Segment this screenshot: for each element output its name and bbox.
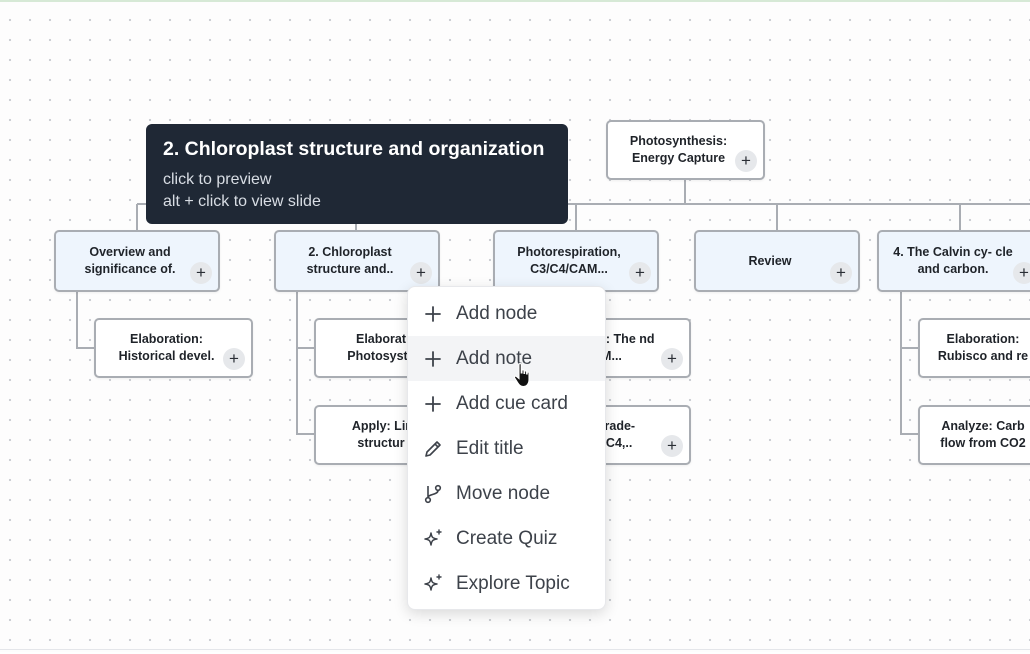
menu-item-add-note[interactable]: Add note <box>408 336 605 381</box>
node-context-menu: Add node Add note Add cue card Edit titl… <box>407 286 606 610</box>
add-child-button[interactable]: + <box>410 262 432 284</box>
node-calvin-cycle[interactable]: 4. The Calvin cy- cle and carbon. + <box>877 230 1030 292</box>
node-label: Photosynthesis: Energy Capture <box>629 134 728 165</box>
add-child-button[interactable]: + <box>629 262 651 284</box>
add-child-button[interactable]: + <box>830 262 852 284</box>
node-label: Review <box>748 253 792 268</box>
tooltip-hint-slide: alt + click to view slide <box>163 193 321 210</box>
hand-cursor-icon <box>513 363 530 388</box>
sparkle-icon <box>422 528 444 550</box>
node-tooltip: 2. Chloroplast structure and organizatio… <box>146 124 568 224</box>
node-review[interactable]: Review + <box>694 230 860 292</box>
node-label: Overview and significance of. <box>84 245 176 276</box>
menu-item-label: Explore Topic <box>456 572 570 594</box>
node-elaboration-rubisco[interactable]: Elaboration: Rubisco and re <box>918 318 1030 378</box>
add-child-button[interactable]: + <box>223 348 245 370</box>
menu-item-label: Add node <box>456 302 538 324</box>
plus-icon <box>422 303 444 325</box>
node-label: 4. The Calvin cy- cle and carbon. <box>893 245 1013 276</box>
menu-item-add-node[interactable]: Add node <box>408 291 605 336</box>
root-node[interactable]: Photosynthesis: Energy Capture + <box>606 120 765 180</box>
node-label: 2. Chloroplast structure and.. <box>306 245 394 276</box>
branch-icon <box>422 483 444 505</box>
node-analyze[interactable]: Analyze: Carb flow from CO2 <box>918 405 1030 465</box>
add-child-button[interactable]: + <box>1013 262 1030 284</box>
menu-item-edit-title[interactable]: Edit title <box>408 426 605 471</box>
menu-item-move-node[interactable]: Move node <box>408 471 605 516</box>
canvas-bottom-border <box>0 649 1030 650</box>
menu-item-explore-topic[interactable]: Explore Topic <box>408 561 605 606</box>
node-elaboration-historical[interactable]: Elaboration: Historical devel. + <box>94 318 253 378</box>
menu-item-add-cue-card[interactable]: Add cue card <box>408 381 605 426</box>
menu-item-label: Move node <box>456 482 551 504</box>
node-label: Elaboration: Historical devel. <box>118 332 215 363</box>
sparkle-icon <box>422 573 444 595</box>
node-label: Analyze: Carb flow from CO2 <box>940 419 1026 450</box>
node-label: Apply: Lir structur <box>351 419 411 450</box>
node-label: Elaborat Photosyste <box>347 332 415 363</box>
node-label: Photorespiration, C3/C4/CAM... <box>517 245 621 276</box>
tooltip-hint-preview: click to preview <box>163 171 272 188</box>
menu-item-label: Add note <box>456 347 533 369</box>
plus-icon <box>422 393 444 415</box>
add-child-button[interactable]: + <box>190 262 212 284</box>
node-chloroplast[interactable]: 2. Chloroplast structure and.. + <box>274 230 440 292</box>
menu-item-label: Edit title <box>456 437 524 459</box>
add-child-button[interactable]: + <box>661 348 683 370</box>
menu-item-label: Add cue card <box>456 392 568 414</box>
menu-item-label: Create Quiz <box>456 527 558 549</box>
node-overview[interactable]: Overview and significance of. + <box>54 230 220 292</box>
pencil-icon <box>422 438 444 460</box>
add-child-button[interactable]: + <box>661 435 683 457</box>
add-child-button[interactable]: + <box>735 150 757 172</box>
plus-icon <box>422 348 444 370</box>
node-photorespiration[interactable]: Photorespiration, C3/C4/CAM... + <box>493 230 659 292</box>
menu-item-create-quiz[interactable]: Create Quiz <box>408 516 605 561</box>
tooltip-title: 2. Chloroplast structure and organizatio… <box>163 138 545 160</box>
node-label: Elaboration: Rubisco and re <box>937 332 1029 363</box>
